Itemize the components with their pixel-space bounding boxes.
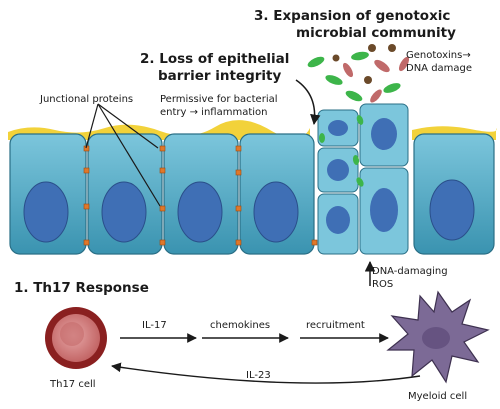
bacterium bbox=[345, 90, 363, 102]
dna-ros-label-2: ROS bbox=[372, 279, 393, 290]
recruitment-label: recruitment bbox=[306, 320, 365, 331]
nucleus bbox=[23, 181, 69, 243]
loss-title-2: barrier integrity bbox=[158, 68, 281, 84]
il23-label: IL-23 bbox=[246, 370, 271, 381]
chemokines-label: chemokines bbox=[210, 320, 270, 331]
bacterium bbox=[351, 51, 369, 61]
junctional-label: Junctional proteins bbox=[39, 94, 133, 105]
junctional-pointers bbox=[85, 103, 161, 207]
bacterium bbox=[352, 155, 360, 165]
bacterium bbox=[332, 54, 340, 62]
bacterium bbox=[370, 89, 382, 103]
th17-response-title: 1. Th17 Response bbox=[14, 280, 149, 296]
barrier-loss-arrow bbox=[295, 79, 321, 126]
bacterium bbox=[398, 56, 410, 72]
il23-arrow bbox=[111, 362, 421, 384]
nucleus bbox=[326, 206, 350, 234]
bacterium bbox=[368, 44, 376, 52]
microbial-community bbox=[307, 44, 410, 187]
bacterium bbox=[364, 76, 372, 84]
bacterium bbox=[356, 115, 364, 125]
il17-label: IL-17 bbox=[142, 320, 167, 331]
bacterium bbox=[319, 133, 325, 143]
bacterium bbox=[374, 59, 390, 73]
mucus-layer bbox=[8, 120, 310, 140]
th17-cell-label: Th17 cell bbox=[49, 379, 96, 390]
genotoxins-label-2: DNA damage bbox=[406, 63, 472, 74]
genotoxins-label: Genotoxins→ bbox=[406, 50, 471, 61]
bacterium bbox=[383, 83, 401, 93]
dna-ros-label: DNA-damaging bbox=[372, 266, 448, 277]
bacterium bbox=[307, 56, 325, 68]
expansion-title: 3. Expansion of genotoxic bbox=[254, 8, 450, 24]
nucleus bbox=[328, 120, 348, 136]
th17-cell bbox=[45, 307, 107, 369]
bacterium bbox=[325, 75, 343, 85]
bacterium bbox=[342, 62, 354, 78]
disrupted-cells bbox=[317, 103, 409, 255]
bacterium bbox=[356, 177, 364, 187]
myeloid-cell-label: Myeloid cell bbox=[408, 391, 467, 402]
bacterium bbox=[388, 44, 396, 52]
expansion-title-2: microbial community bbox=[296, 25, 456, 41]
nucleus bbox=[371, 118, 397, 150]
nucleus bbox=[327, 159, 349, 181]
nucleus bbox=[429, 179, 475, 241]
junctional-proteins bbox=[83, 145, 318, 246]
loss-title: 2. Loss of epithelial bbox=[140, 51, 289, 67]
nucleus bbox=[370, 188, 398, 232]
permissive-label: Permissive for bacterial bbox=[160, 94, 278, 105]
nucleus bbox=[177, 181, 223, 243]
nucleus bbox=[253, 181, 299, 243]
myeloid-nucleus bbox=[422, 327, 450, 349]
permissive-label-2: entry → inflammation bbox=[160, 107, 268, 118]
nucleus bbox=[101, 181, 147, 243]
epithelial-cells bbox=[9, 133, 495, 255]
